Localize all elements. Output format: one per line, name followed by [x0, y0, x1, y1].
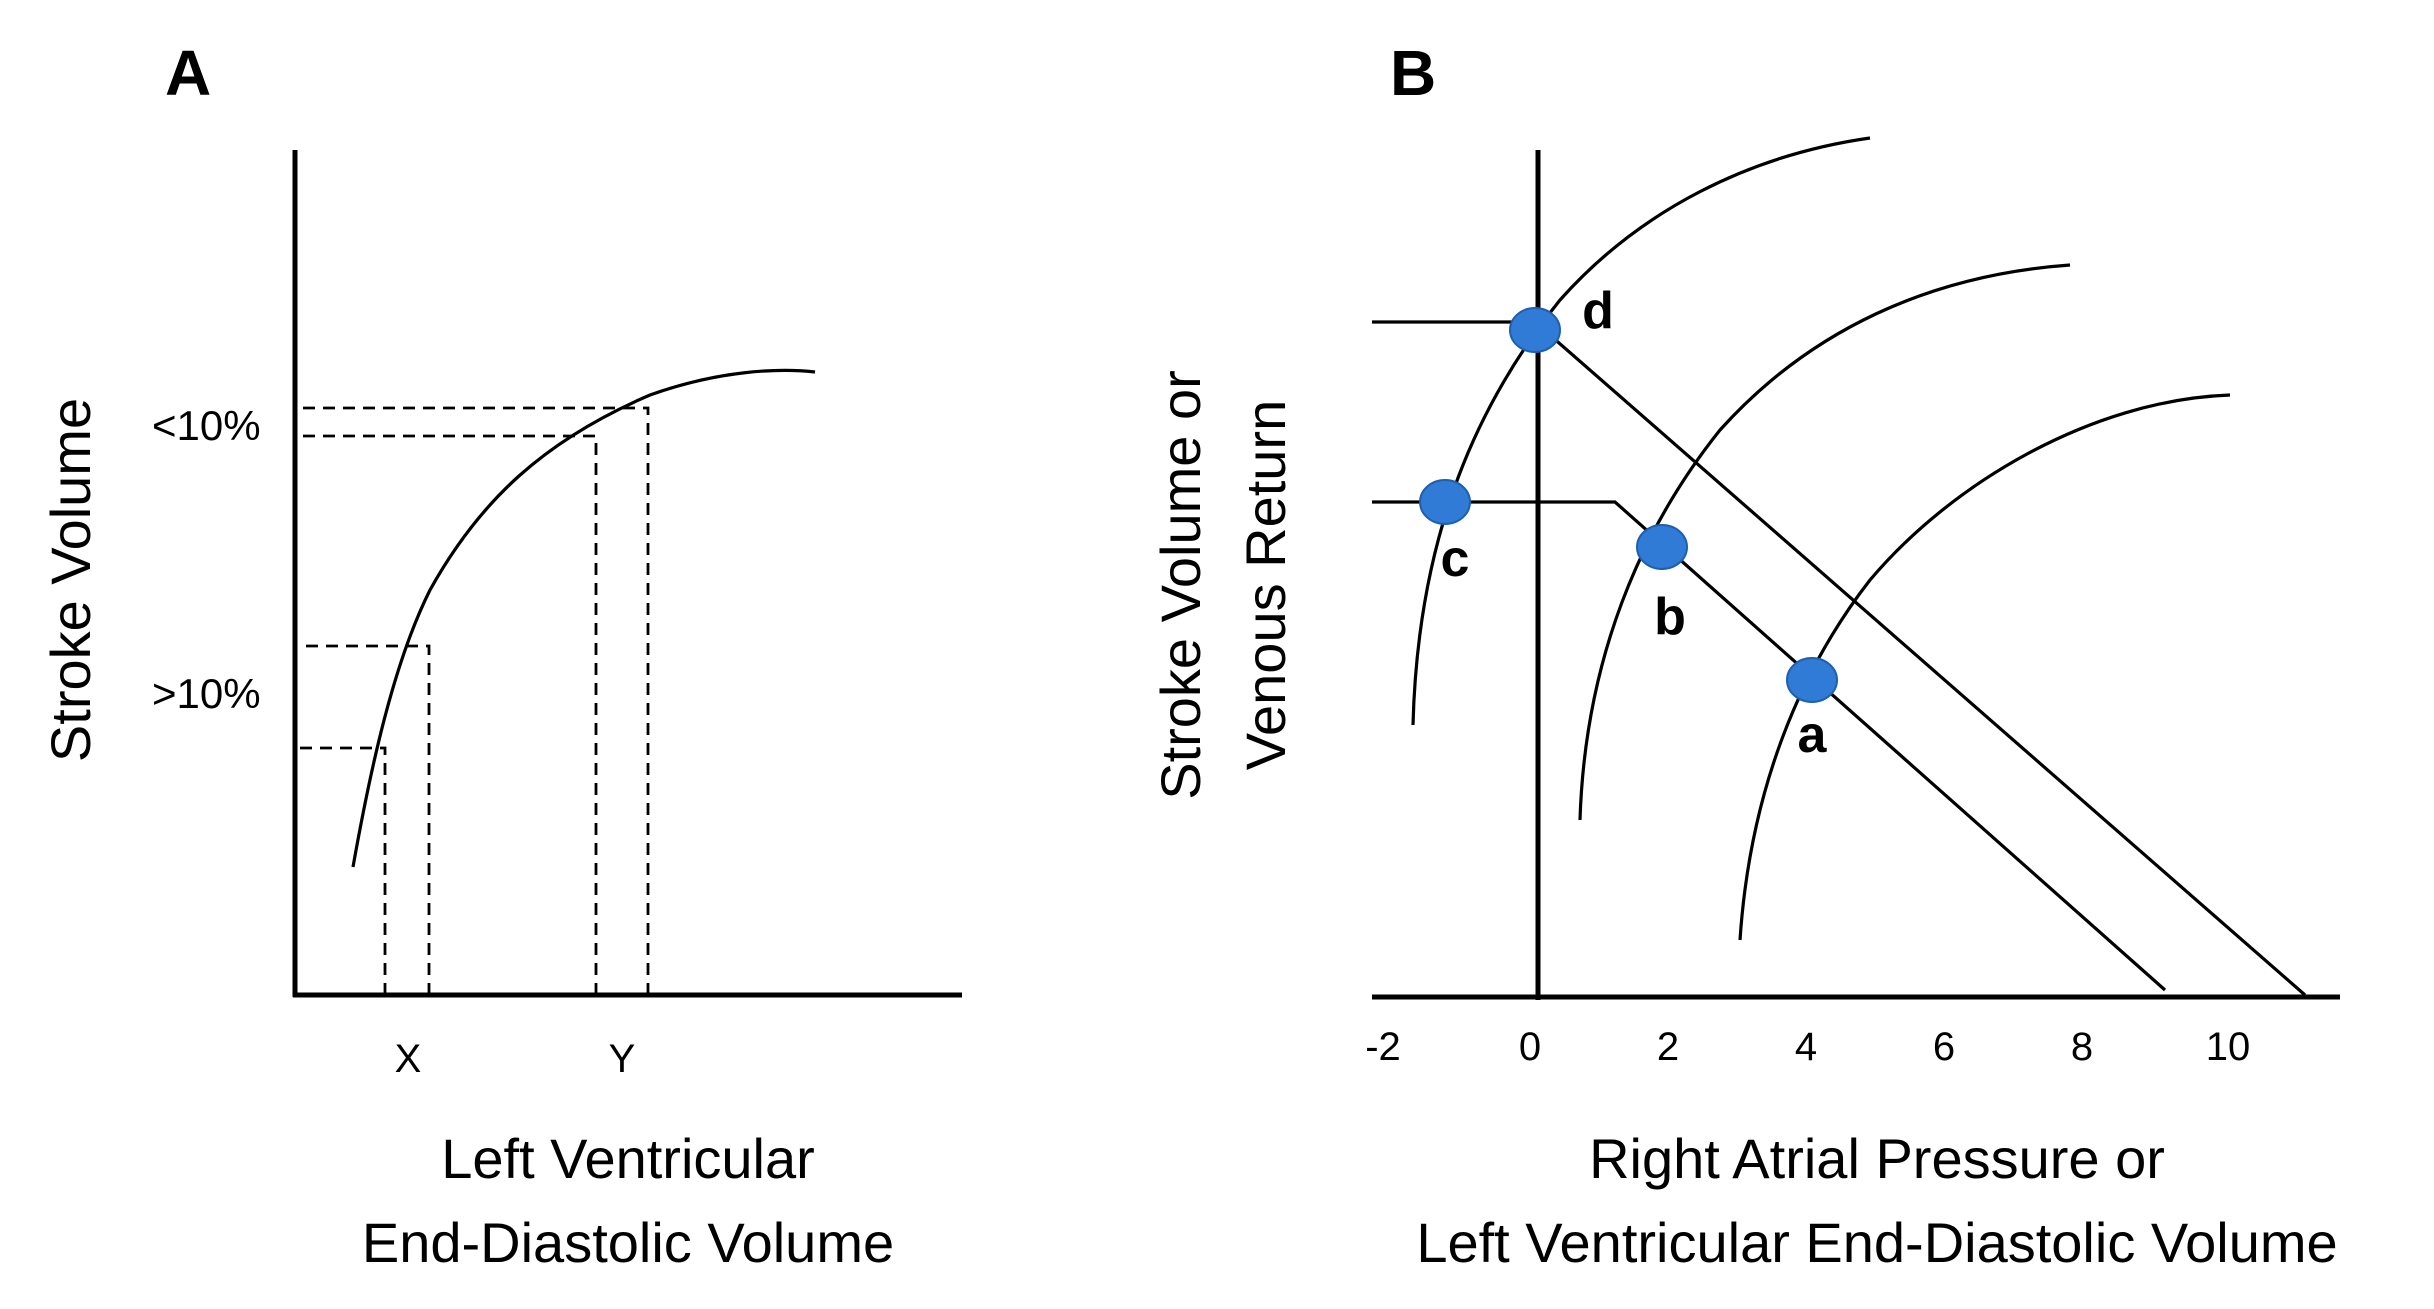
tick-8: 8 — [2071, 1025, 2093, 1069]
point-label-d: d — [1582, 282, 1614, 340]
point-label-b: b — [1654, 588, 1686, 646]
panel-b-y-title-line2: Venous Return — [1234, 400, 1297, 770]
tick-0: 0 — [1519, 1025, 1541, 1069]
point-d — [1509, 307, 1561, 353]
dash-lower-x — [298, 746, 387, 995]
panel-a-y-title: Stroke Volume — [39, 398, 102, 762]
label-less-than-10pct: <10% — [152, 402, 261, 449]
panel-b-x-title-line2: Left Ventricular End-Diastolic Volume — [1416, 1211, 2337, 1274]
venous-return-line-upper — [1372, 320, 2307, 997]
label-greater-than-10pct: >10% — [152, 670, 261, 717]
point-b — [1636, 524, 1688, 570]
panel-a-x-title-line1: Left Ventricular — [441, 1127, 815, 1190]
panel-a: A <10% >10% X Y Stroke Volume Left Ventr… — [39, 37, 962, 1274]
point-c — [1419, 479, 1471, 525]
dash-lower-y — [298, 434, 598, 995]
panel-a-letter: A — [165, 37, 211, 109]
dash-upper-x — [298, 644, 431, 995]
panel-b: B a b c d -2 0 2 4 6 8 10 Stroke Volume … — [1149, 37, 2340, 1274]
point-a — [1786, 657, 1838, 703]
tick-2: 2 — [1657, 1025, 1679, 1069]
panel-b-y-title-line1: Stroke Volume or — [1149, 370, 1212, 800]
cardiac-curve-low — [1738, 393, 2231, 941]
dash-upper-y — [298, 406, 650, 995]
point-label-a: a — [1798, 706, 1828, 764]
cardiac-curve-middle — [1578, 263, 2071, 821]
panel-b-x-title-line1: Right Atrial Pressure or — [1589, 1127, 2165, 1190]
tick-4: 4 — [1795, 1025, 1817, 1069]
frank-starling-curve — [351, 368, 816, 868]
venous-return-line-lower — [1372, 500, 2167, 992]
tick-neg2: -2 — [1365, 1025, 1401, 1069]
point-label-c: c — [1441, 530, 1470, 588]
tick-6: 6 — [1933, 1025, 1955, 1069]
tick-y: Y — [609, 1037, 636, 1081]
panel-a-x-title-line2: End-Diastolic Volume — [362, 1211, 894, 1274]
cardiac-curve-high — [1411, 136, 1871, 726]
tick-10: 10 — [2206, 1025, 2251, 1069]
panel-b-letter: B — [1390, 37, 1436, 109]
tick-x: X — [395, 1037, 422, 1081]
